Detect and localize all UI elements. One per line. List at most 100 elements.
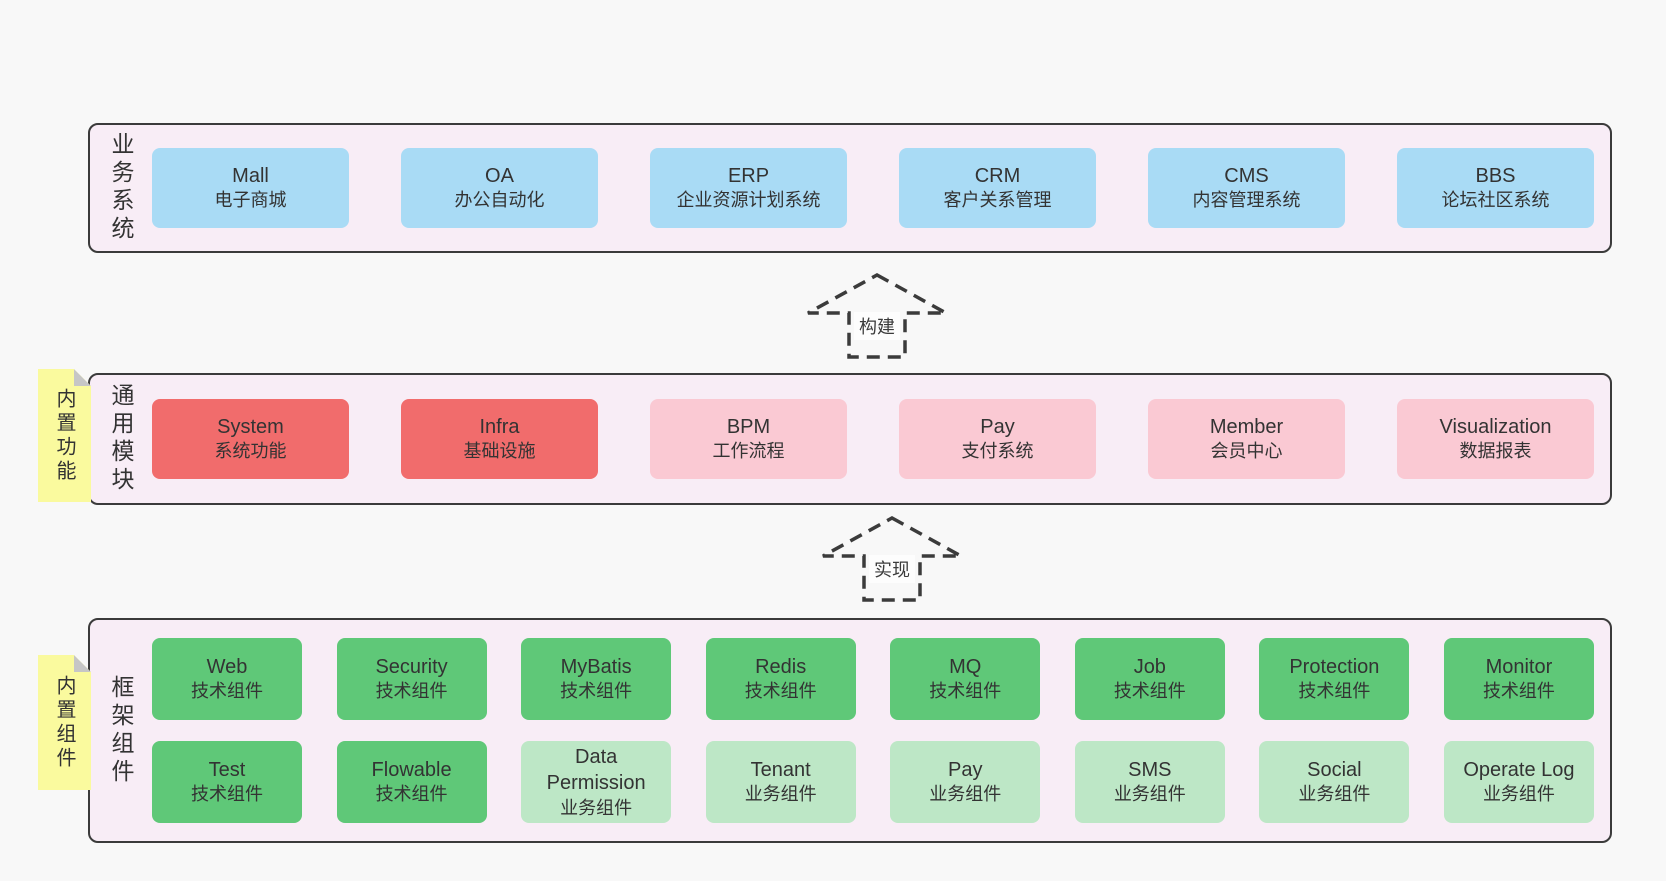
box-social-name: Social	[1307, 758, 1362, 781]
box-test-subtitle: 技术组件	[191, 784, 263, 805]
box-web: Web 技术组件	[152, 638, 302, 720]
sticky-note-builtin-features-label: 内置功能	[53, 387, 75, 484]
box-tenant-name: Tenant	[750, 758, 811, 781]
box-infra: Infra 基础设施	[401, 399, 598, 479]
box-pay-name: Pay	[980, 415, 1015, 438]
common-modules-box-row: System 系统功能 Infra 基础设施 BPM 工作流程 Pay 支付系统…	[152, 375, 1610, 503]
box-erp-subtitle: 企业资源计划系统	[676, 190, 821, 211]
box-pay-subtitle: 支付系统	[961, 441, 1034, 462]
box-monitor-subtitle: 技术组件	[1482, 681, 1555, 702]
box-oa-name: OA	[485, 164, 514, 187]
box-crm-name: CRM	[974, 164, 1021, 187]
box-data-permission: Data Permission 业务组件	[521, 741, 672, 823]
box-monitor-name: Monitor	[1485, 655, 1553, 678]
box-flowable-subtitle: 技术组件	[375, 784, 448, 805]
band-label-business-systems: 业务系统	[108, 132, 134, 244]
arrow-implement-label: 实现	[869, 555, 915, 583]
box-visualization-subtitle: 数据报表	[1459, 441, 1532, 462]
box-pay: Pay 支付系统	[899, 399, 1096, 479]
box-mall: Mall 电子商城	[152, 148, 349, 228]
box-bpm-subtitle: 工作流程	[712, 441, 785, 462]
box-pay-biz-name: Pay	[948, 758, 983, 781]
band-common-modules: 通用模块 System 系统功能 Infra 基础设施 BPM 工作流程 Pay…	[88, 373, 1612, 505]
band-business-systems: 业务系统 Mall 电子商城 OA 办公自动化 ERP 企业资源计划系统 CRM…	[88, 123, 1612, 253]
box-redis-subtitle: 技术组件	[744, 681, 817, 702]
box-erp: ERP 企业资源计划系统	[650, 148, 847, 228]
box-visualization: Visualization 数据报表	[1397, 399, 1594, 479]
box-monitor: Monitor 技术组件	[1443, 638, 1594, 720]
arrow-build-label: 构建	[854, 312, 900, 340]
box-system-subtitle: 系统功能	[214, 441, 287, 462]
box-job-subtitle: 技术组件	[1113, 681, 1186, 702]
box-sms-subtitle: 业务组件	[1113, 784, 1186, 805]
biz-components-row: Test 技术组件 Flowable 技术组件 Data Permission …	[152, 741, 1594, 823]
tech-components-row: Web 技术组件 Security 技术组件 MyBatis 技术组件 Redi…	[152, 638, 1594, 720]
box-security-name: Security	[375, 655, 448, 678]
box-pay-biz: Pay 业务组件	[890, 741, 1041, 823]
sticky-note-builtin-features: 内置功能	[38, 369, 91, 502]
box-cms-name: CMS	[1224, 164, 1269, 187]
box-data-permission-subtitle: 业务组件	[560, 797, 633, 818]
business-systems-box-row: Mall 电子商城 OA 办公自动化 ERP 企业资源计划系统 CRM 客户关系…	[152, 125, 1610, 251]
box-mybatis-subtitle: 技术组件	[560, 681, 633, 702]
box-erp-name: ERP	[727, 164, 770, 187]
framework-components-rows: Web 技术组件 Security 技术组件 MyBatis 技术组件 Redi…	[152, 620, 1610, 841]
box-visualization-name: Visualization	[1439, 415, 1552, 438]
band-label-framework-components: 框架组件	[108, 674, 134, 787]
box-oa-subtitle: 办公自动化	[454, 190, 545, 211]
band-framework-components: 框架组件 Web 技术组件 Security 技术组件 MyBatis 技术组件…	[88, 618, 1612, 843]
box-job-name: Job	[1133, 655, 1166, 678]
box-security-subtitle: 技术组件	[375, 681, 448, 702]
box-operate-log-subtitle: 业务组件	[1482, 784, 1555, 805]
box-data-permission-name: Data Permission	[546, 745, 646, 795]
box-cms-subtitle: 内容管理系统	[1192, 190, 1301, 211]
box-sms-name: SMS	[1128, 758, 1172, 781]
box-mybatis-name: MyBatis	[560, 655, 632, 678]
box-operate-log: Operate Log 业务组件	[1443, 741, 1594, 823]
box-test: Test 技术组件	[152, 741, 302, 823]
dashed-up-arrow-icon	[807, 273, 947, 359]
box-social: Social 业务组件	[1259, 741, 1410, 823]
box-security: Security 技术组件	[336, 638, 487, 720]
band-label-common-modules: 通用模块	[108, 383, 134, 495]
box-social-subtitle: 业务组件	[1298, 784, 1371, 805]
box-bpm: BPM 工作流程	[650, 399, 847, 479]
box-bbs-name: BBS	[1475, 164, 1516, 187]
box-mybatis: MyBatis 技术组件	[521, 638, 672, 720]
box-sms: SMS 业务组件	[1074, 741, 1225, 823]
box-tenant-subtitle: 业务组件	[744, 784, 817, 805]
box-infra-subtitle: 基础设施	[463, 441, 536, 462]
box-bpm-name: BPM	[726, 415, 771, 438]
box-flowable: Flowable 技术组件	[336, 741, 487, 823]
box-member: Member 会员中心	[1148, 399, 1345, 479]
box-infra-name: Infra	[479, 415, 520, 438]
box-member-name: Member	[1209, 415, 1284, 438]
box-bbs: BBS 论坛社区系统	[1397, 148, 1594, 228]
box-protection-subtitle: 技术组件	[1298, 681, 1371, 702]
box-pay-biz-subtitle: 业务组件	[929, 784, 1002, 805]
box-member-subtitle: 会员中心	[1210, 441, 1283, 462]
box-cms: CMS 内容管理系统	[1148, 148, 1345, 228]
box-system-name: System	[217, 415, 284, 438]
box-mall-subtitle: 电子商城	[214, 190, 287, 211]
box-test-name: Test	[208, 758, 246, 781]
box-mq: MQ 技术组件	[890, 638, 1041, 720]
sticky-note-builtin-components: 内置组件	[38, 655, 91, 790]
box-protection-name: Protection	[1289, 655, 1380, 678]
box-crm: CRM 客户关系管理	[899, 148, 1096, 228]
box-tenant: Tenant 业务组件	[705, 741, 856, 823]
box-oa: OA 办公自动化	[401, 148, 598, 228]
box-system: System 系统功能	[152, 399, 349, 479]
arrow-build: 构建	[805, 272, 949, 360]
box-protection: Protection 技术组件	[1259, 638, 1410, 720]
box-job: Job 技术组件	[1074, 638, 1225, 720]
box-web-name: Web	[206, 655, 248, 678]
box-bbs-subtitle: 论坛社区系统	[1441, 190, 1550, 211]
box-flowable-name: Flowable	[371, 758, 452, 781]
box-operate-log-name: Operate Log	[1463, 758, 1575, 781]
arrow-implement: 实现	[820, 515, 964, 603]
dashed-up-arrow-icon	[822, 516, 962, 602]
box-web-subtitle: 技术组件	[191, 681, 263, 702]
sticky-note-builtin-components-label: 内置组件	[53, 674, 75, 771]
